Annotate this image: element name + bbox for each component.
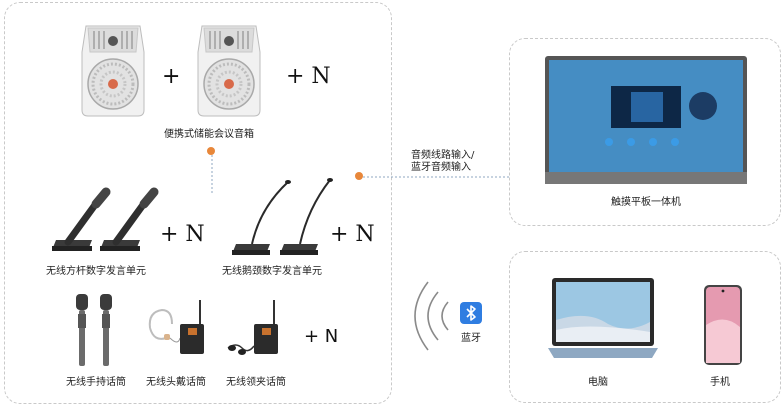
headset-mic-label: 无线头戴话筒: [146, 377, 206, 388]
handheld-mic-label: 无线手持话筒: [66, 377, 126, 388]
flex-gooseneck-unit-icon: [232, 178, 333, 255]
plus-sign: +: [162, 64, 181, 89]
speaker-label: 便携式储能会议音箱: [164, 129, 254, 140]
phone-label: 手机: [710, 377, 730, 388]
flex-unit-plus-n: + N: [330, 222, 375, 247]
touch-panel-label: 触摸平板一体机: [611, 197, 681, 208]
connector-line: [211, 155, 213, 195]
bluetooth-label: 蓝牙: [461, 333, 481, 344]
mics-plus-n: + N: [304, 326, 339, 347]
headset-mic-icon: [148, 300, 204, 354]
square-unit-label: 无线方杆数字发言单元: [46, 266, 146, 277]
laptop-label: 电脑: [588, 377, 608, 388]
speaker-icon: [81, 25, 145, 117]
bluetooth-icon: [460, 302, 482, 324]
speaker-icon: [197, 25, 261, 117]
connector-dot: [207, 147, 215, 155]
square-unit-plus-n: + N: [160, 222, 205, 247]
flex-unit-label: 无线鹅颈数字发言单元: [222, 266, 322, 277]
bluetooth-signal-icon: [414, 281, 449, 351]
connection-label-line2: 蓝牙音频输入: [411, 162, 471, 173]
phone-icon: [704, 285, 742, 365]
connection-dot: [355, 172, 363, 180]
lavalier-mic-label: 无线领夹话筒: [226, 377, 286, 388]
touch-panel-icon: [545, 56, 747, 184]
connection-line: [363, 176, 511, 178]
laptop-icon: [548, 278, 658, 358]
square-gooseneck-unit-icon: [52, 187, 159, 251]
speaker-plus-n: + N: [286, 64, 331, 89]
connection-label-line1: 音频线路输入/: [411, 150, 475, 161]
handheld-mic-icon: [76, 294, 112, 366]
lavalier-mic-icon: [227, 300, 278, 355]
